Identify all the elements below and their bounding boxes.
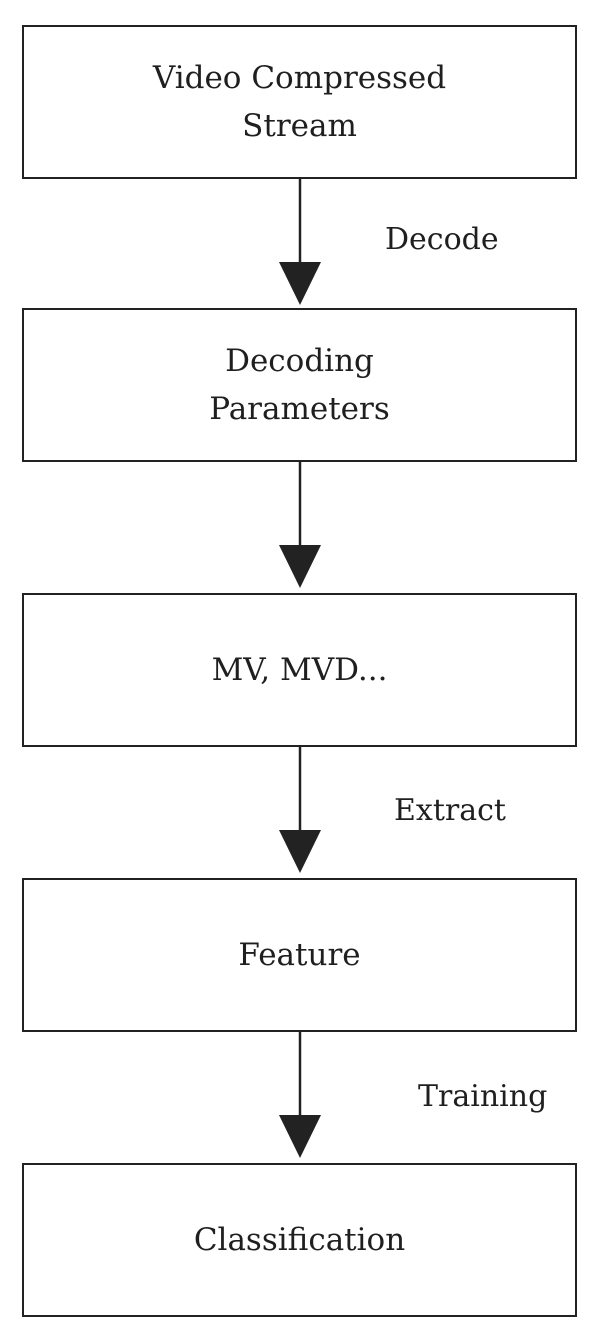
arrow-extract xyxy=(279,747,321,873)
node-label-line: Classification xyxy=(193,1222,406,1258)
node-mv-mvd: MV, MVD... xyxy=(22,593,577,747)
arrowhead-icon xyxy=(279,545,321,588)
edge-label-decode: Decode xyxy=(385,222,499,257)
edge-label-extract: Extract xyxy=(394,793,506,828)
node-label-line: Feature xyxy=(238,937,361,973)
node-label-line: Stream xyxy=(242,108,357,144)
node-decoding-parameters: Decoding Parameters xyxy=(22,308,577,462)
node-label-line: Decoding xyxy=(225,343,374,379)
arrow-to-mv-mvd xyxy=(279,462,321,588)
node-label-line: MV, MVD... xyxy=(211,652,388,688)
node-classification: Classification xyxy=(22,1163,577,1317)
arrow-training xyxy=(279,1032,321,1158)
node-label-line: Video Compressed xyxy=(152,60,447,96)
edge-label-training: Training xyxy=(418,1079,548,1114)
arrowhead-icon xyxy=(279,830,321,873)
arrowhead-icon xyxy=(279,262,321,305)
node-feature: Feature xyxy=(22,878,577,1032)
arrowhead-icon xyxy=(279,1115,321,1158)
arrow-decode xyxy=(279,179,321,305)
node-video-compressed-stream: Video Compressed Stream xyxy=(22,25,577,179)
node-label-line: Parameters xyxy=(209,391,390,427)
